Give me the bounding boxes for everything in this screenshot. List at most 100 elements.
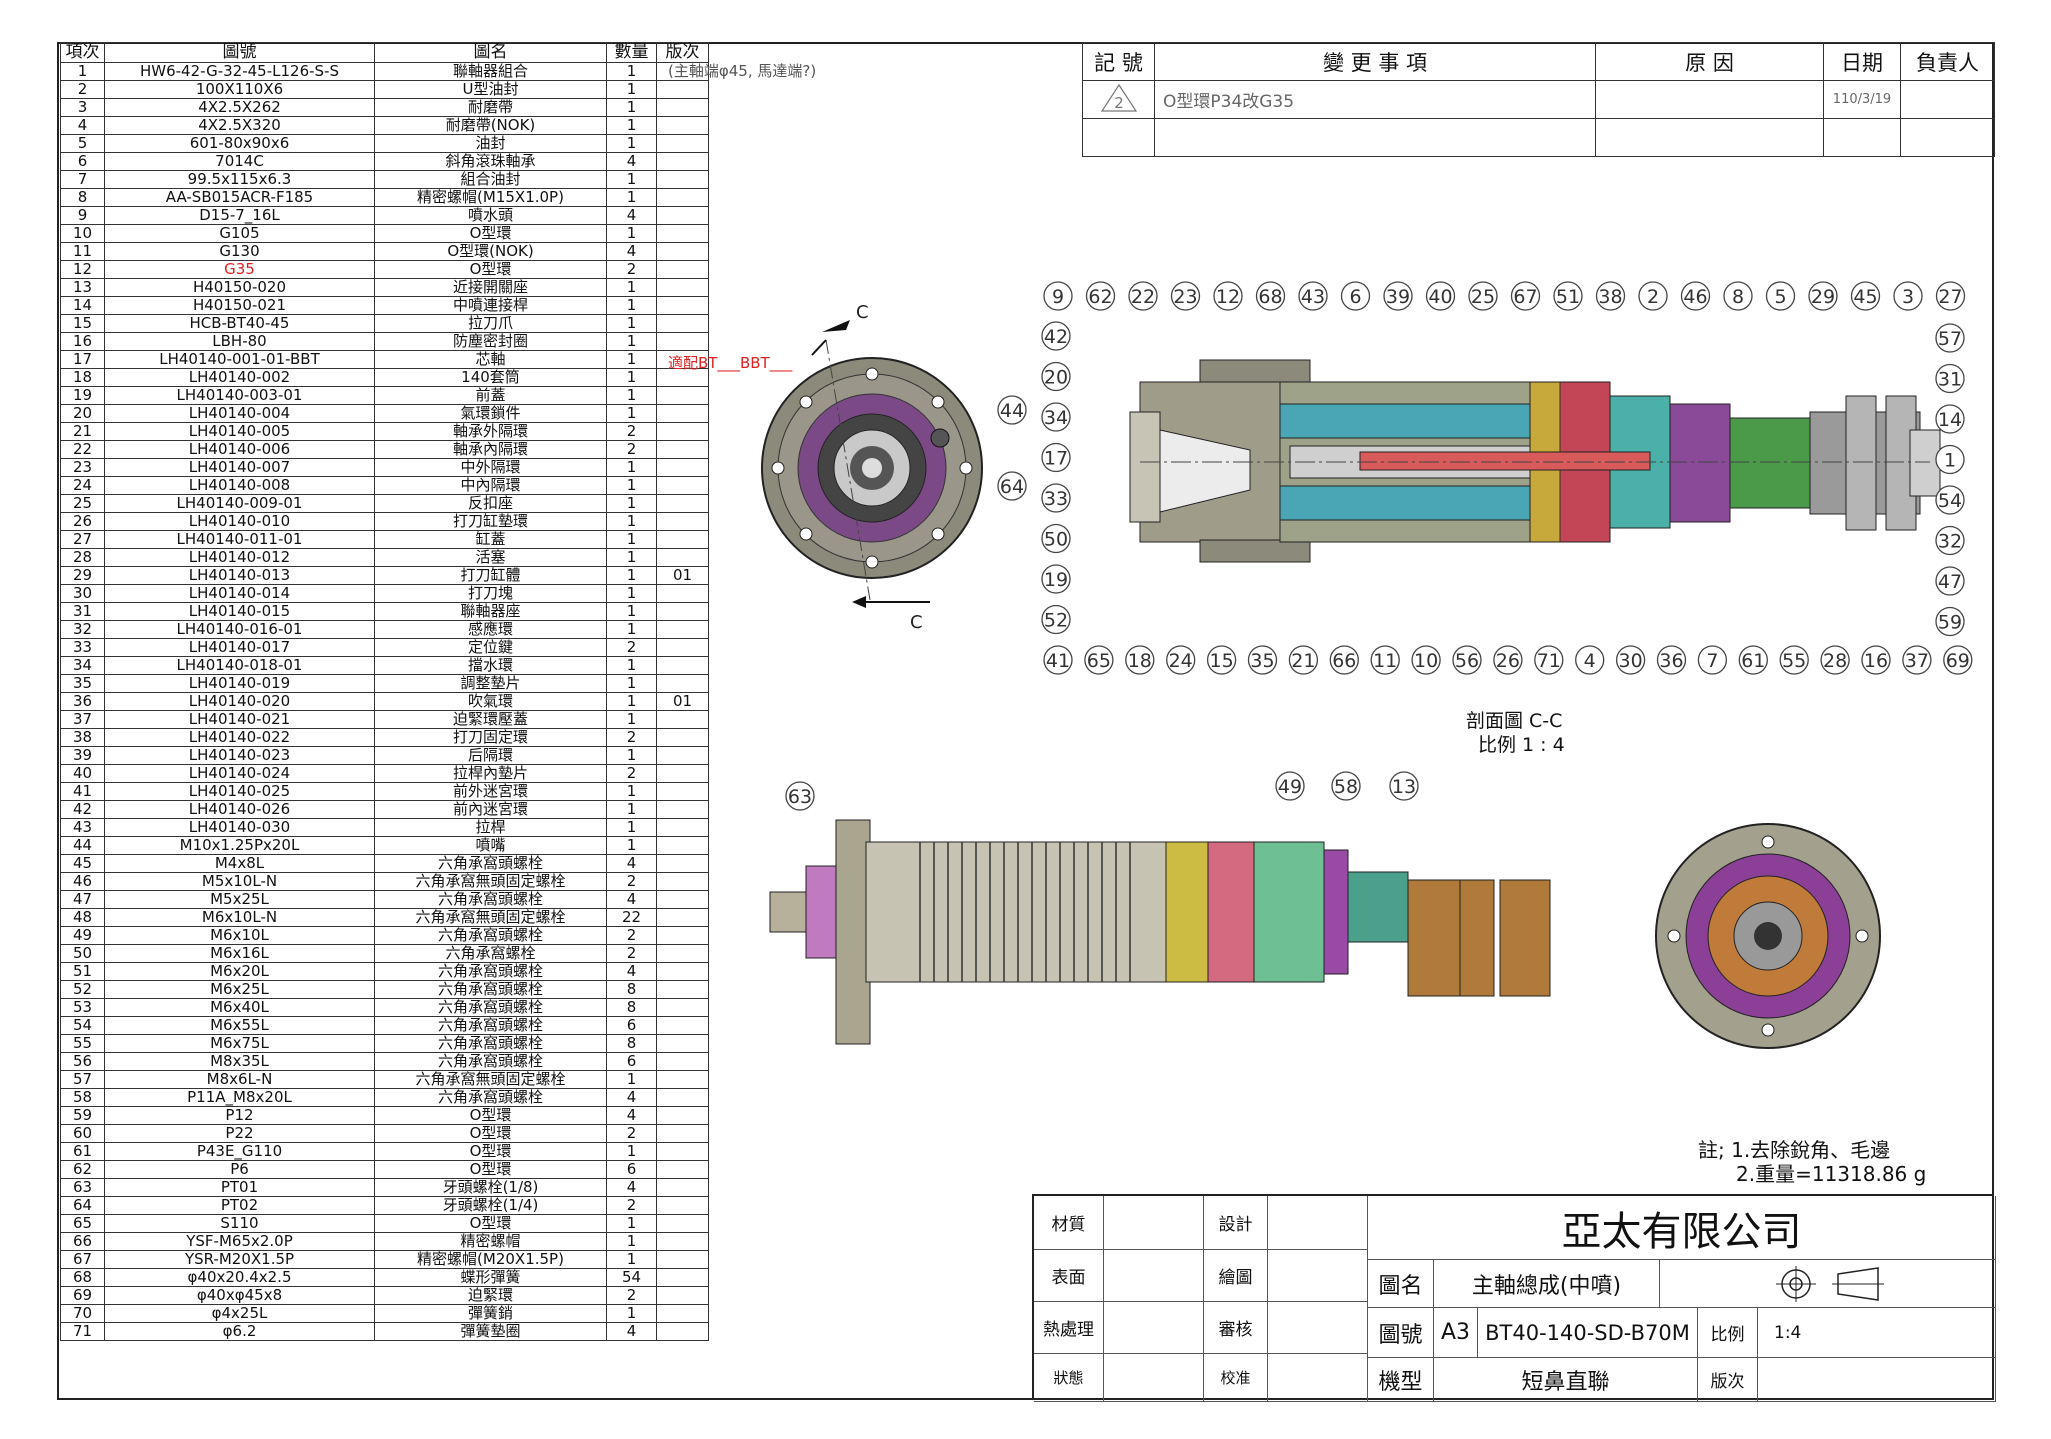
bom-cell: 組合油封 — [374, 170, 607, 189]
balloon-number: 65 — [1087, 650, 1111, 672]
draw-label: 繪圖 — [1204, 1250, 1268, 1302]
bom-cell: 精密螺帽(M15X1.0P) — [374, 188, 607, 207]
size-value: A3 — [1434, 1308, 1478, 1358]
balloon-42: 42 — [1041, 321, 1071, 351]
bom-cell: 聯軸器座 — [374, 602, 607, 621]
balloon-number: 37 — [1905, 650, 1929, 672]
bom-cell: φ6.2 — [104, 1322, 375, 1341]
balloon-71: 71 — [1534, 645, 1564, 675]
balloon-number: 29 — [1811, 286, 1835, 308]
section-label-c-bottom: C — [910, 612, 923, 633]
balloon-51: 51 — [1553, 281, 1583, 311]
balloon-13: 13 — [1389, 771, 1419, 801]
bom-cell: 軸承內隔環 — [374, 440, 607, 459]
bom-cell: 58 — [60, 1088, 105, 1107]
balloon-number: 13 — [1392, 776, 1416, 798]
balloon-29: 29 — [1808, 281, 1838, 311]
bom-cell: M6x55L — [104, 1016, 375, 1035]
balloon-number: 34 — [1044, 407, 1068, 429]
balloon-15: 15 — [1206, 645, 1237, 675]
bom-cell: LH40140-011-01 — [104, 530, 375, 549]
balloon-number: 69 — [1946, 650, 1970, 672]
balloon-number: 46 — [1683, 286, 1707, 308]
drawing-frame — [57, 42, 1994, 1400]
bom-cell: 62 — [60, 1160, 105, 1179]
bom-cell: 45 — [60, 854, 105, 873]
end-view-front — [761, 320, 983, 608]
bom-cell: 定位鍵 — [374, 638, 607, 657]
bom-cell: 37 — [60, 710, 105, 729]
status-label: 狀態 — [1034, 1354, 1104, 1402]
balloon-number: 55 — [1782, 650, 1806, 672]
balloon-number: 8 — [1732, 286, 1744, 308]
balloon-number: 14 — [1938, 409, 1962, 431]
balloon-65: 65 — [1084, 645, 1114, 675]
balloon-number: 19 — [1044, 569, 1068, 591]
balloon-number: 22 — [1131, 286, 1155, 308]
balloon-number: 38 — [1598, 286, 1622, 308]
balloon-32: 32 — [1935, 525, 1965, 556]
end-view-rear — [1655, 823, 1881, 1049]
balloon-number: 52 — [1044, 610, 1068, 632]
balloon-number: 64 — [1000, 476, 1024, 498]
balloon-50: 50 — [1041, 523, 1071, 554]
surface-value — [1104, 1250, 1204, 1302]
balloon-28: 28 — [1820, 645, 1850, 675]
balloon-number: 2 — [1647, 286, 1659, 308]
scale-value: 1:4 — [1758, 1308, 1996, 1358]
balloon-24: 24 — [1166, 645, 1196, 675]
bom-cell: LH40140-005 — [104, 422, 375, 441]
balloon-number: 35 — [1250, 650, 1274, 672]
balloon-number: 10 — [1414, 650, 1438, 672]
balloon-number: 71 — [1537, 650, 1561, 672]
bom-cell: P11A_M8x20L — [104, 1088, 375, 1107]
balloon-22: 22 — [1128, 281, 1158, 311]
bom-cell: 六角承窩頭螺栓 — [374, 1088, 607, 1107]
balloon-36: 36 — [1656, 645, 1687, 675]
revision-table: 記 號 變 更 事 項 原 因 日期 負責人 2 O型環P34改G35 110/… — [1082, 42, 1995, 157]
bom-cell: HCB-BT40-45 — [104, 314, 375, 333]
bom-cell: LH40140-008 — [104, 476, 375, 495]
balloon-19: 19 — [1041, 564, 1071, 594]
balloon-number: 26 — [1496, 650, 1520, 672]
balloon-25: 25 — [1468, 281, 1498, 311]
balloon-4: 4 — [1575, 645, 1605, 675]
balloon-63: 63 — [785, 781, 815, 811]
balloon-23: 23 — [1170, 281, 1201, 311]
balloon-67: 67 — [1510, 281, 1541, 311]
bom-cell: LH40140-010 — [104, 512, 375, 531]
balloon-2: 2 — [1638, 281, 1668, 311]
bom-cell: 52 — [60, 980, 105, 999]
surface-label: 表面 — [1034, 1250, 1104, 1302]
bom-cell: LH40140-019 — [104, 674, 375, 693]
bom-cell: 牙頭螺栓(1/8) — [374, 1178, 607, 1197]
bom-cell: 13 — [60, 278, 105, 297]
rev-mark-number: 2 — [1114, 94, 1124, 112]
balloon-number: 20 — [1044, 367, 1068, 389]
bom-cell: 43 — [60, 818, 105, 837]
bom-cell: 40 — [60, 764, 105, 783]
bom-cell: 迫緊環壓蓋 — [374, 710, 607, 729]
revision-row: 2 O型環P34改G35 110/3/19 — [1082, 80, 1995, 119]
section-view — [1129, 359, 1941, 563]
heat-value — [1104, 1302, 1204, 1354]
bom-cell: 71 — [60, 1322, 105, 1341]
